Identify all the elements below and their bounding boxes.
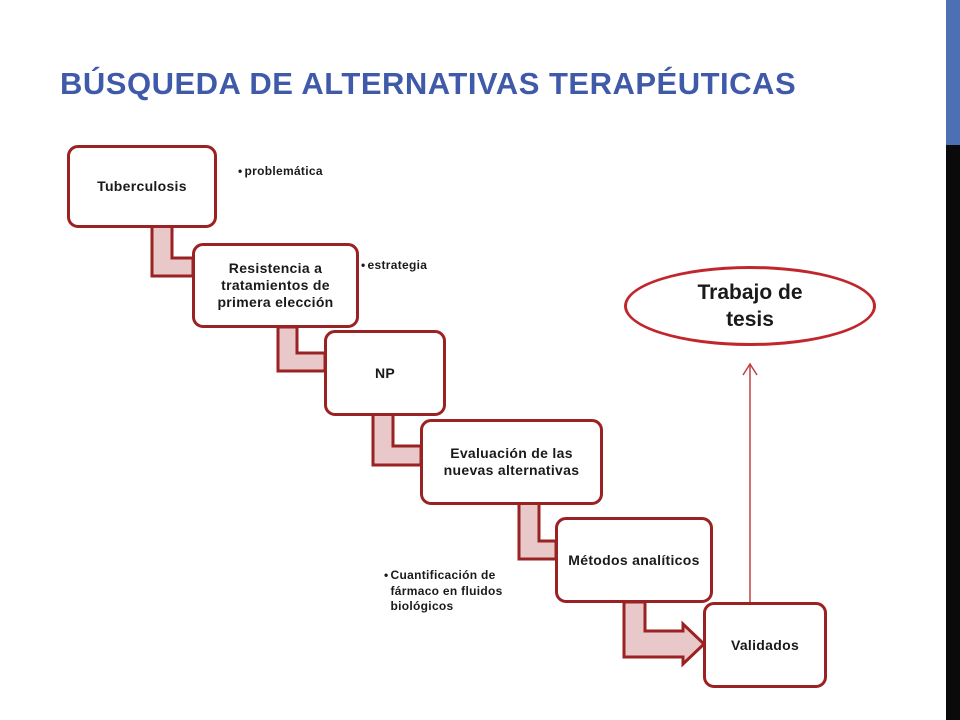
step-tuberculosis: Tuberculosis	[67, 145, 217, 228]
note-problematica: •problemática	[238, 164, 323, 178]
connector-5-arrow	[622, 600, 707, 668]
bullet: •	[238, 164, 243, 178]
thesis-ellipse: Trabajo de tesis	[624, 266, 876, 346]
note-cuantificacion: •Cuantificación de fármaco en fluidos bi…	[384, 568, 503, 614]
connector-1	[150, 224, 195, 278]
connector-4	[517, 501, 558, 561]
step-resistencia: Resistencia a tratamientos de primera el…	[192, 243, 359, 328]
thesis-label: Trabajo de tesis	[697, 280, 803, 331]
step-validados: Validados	[703, 602, 827, 688]
page-title: BÚSQUEDA DE ALTERNATIVAS TERAPÉUTICAS	[60, 66, 797, 101]
connector-2	[276, 325, 327, 373]
bullet: •	[384, 568, 389, 582]
thesis-arrow-head	[742, 362, 758, 376]
step-np: NP	[324, 330, 446, 416]
step-metodos: Métodos analíticos	[555, 517, 713, 603]
side-accent-bar-blue	[946, 0, 960, 145]
connector-3	[371, 412, 423, 467]
note-estrategia: •estrategia	[361, 258, 428, 272]
step-evaluacion: Evaluación de las nuevas alternativas	[420, 419, 603, 505]
side-accent-bar-black	[946, 145, 960, 720]
bullet: •	[361, 258, 366, 272]
